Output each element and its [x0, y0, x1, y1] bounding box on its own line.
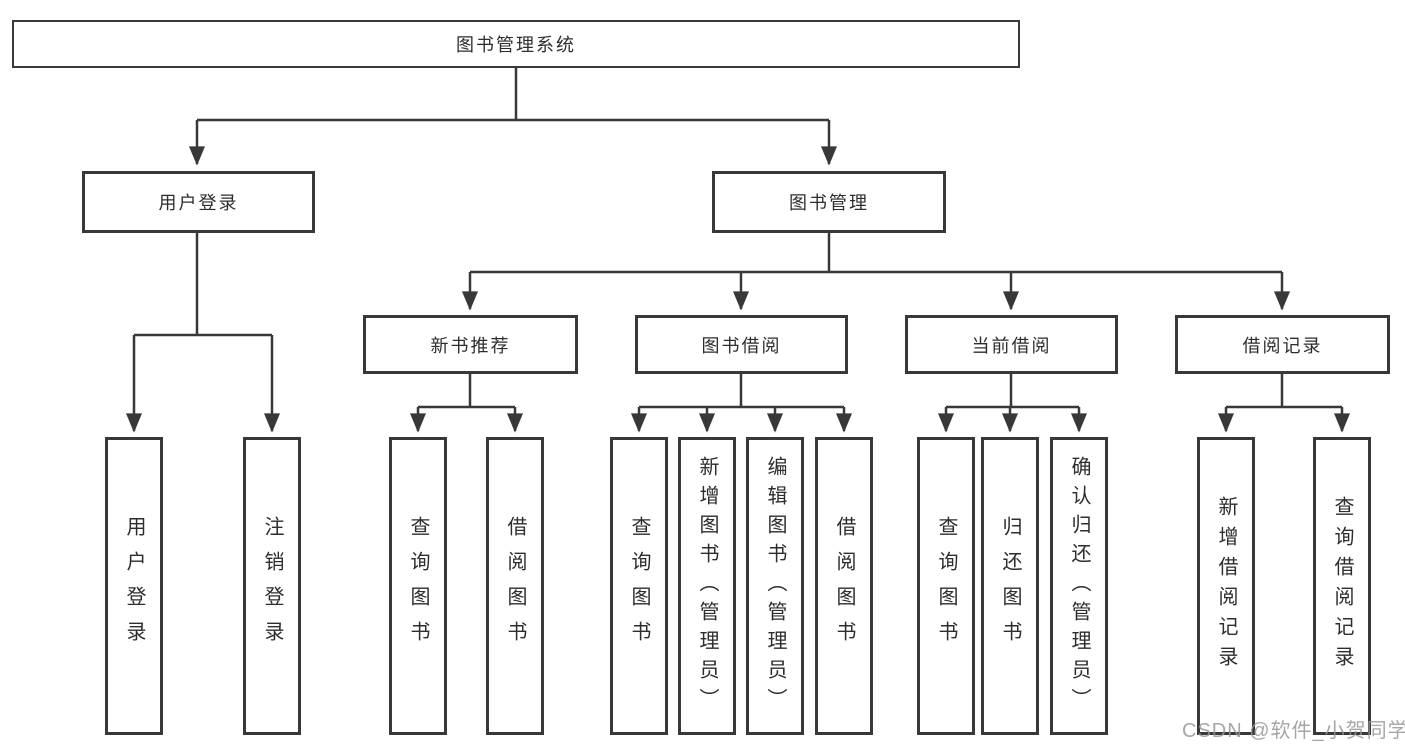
- leaf-nb-query-book-label: 查询图书: [407, 516, 429, 656]
- leaf-bb-borrow-book-label: 借阅图书: [833, 516, 855, 656]
- leaf-cb-return-book: 归还图书: [981, 437, 1039, 735]
- csdn-watermark: CSDN @软件_小贺同学: [1182, 720, 1405, 742]
- leaf-cb-query-book: 查询图书: [917, 437, 975, 735]
- leaf-br-add-record: 新增借阅记录: [1197, 437, 1255, 735]
- leaf-nb-borrow-book: 借阅图书: [486, 437, 544, 735]
- node-new-book-recommendation-label: 新书推荐: [430, 335, 511, 356]
- node-user-login-label: 用户登录: [158, 193, 239, 213]
- leaf-br-query-record: 查询借阅记录: [1313, 437, 1371, 735]
- node-root-label: 图书管理系统: [456, 35, 576, 55]
- node-book-management: 图书管理: [712, 171, 946, 233]
- leaf-cb-confirm-return-admin-label: 确认归还（管理员）: [1068, 455, 1090, 717]
- node-user-login: 用户登录: [82, 171, 315, 233]
- leaf-bb-edit-book-admin-label: 编辑图书（管理员）: [764, 455, 786, 717]
- node-book-management-label: 图书管理: [789, 193, 869, 213]
- leaf-bb-add-book-admin: 新增图书（管理员）: [678, 437, 736, 735]
- leaf-logout-label: 注销登录: [261, 516, 283, 656]
- node-borrowing-records: 借阅记录: [1175, 315, 1390, 374]
- leaf-bb-add-book-admin-label: 新增图书（管理员）: [696, 455, 718, 717]
- node-root-system: 图书管理系统: [12, 20, 1020, 68]
- leaf-nb-borrow-book-label: 借阅图书: [504, 516, 526, 656]
- leaf-nb-query-book: 查询图书: [389, 437, 447, 735]
- leaf-logout: 注销登录: [243, 437, 301, 735]
- leaf-bb-borrow-book: 借阅图书: [815, 437, 873, 735]
- node-book-borrowing-label: 图书借阅: [701, 335, 782, 356]
- leaf-bb-query-book-label: 查询图书: [628, 516, 650, 656]
- leaf-br-add-record-label: 新增借阅记录: [1215, 496, 1237, 676]
- leaf-bb-edit-book-admin: 编辑图书（管理员）: [746, 437, 804, 735]
- node-book-borrowing: 图书借阅: [635, 315, 848, 374]
- leaf-cb-query-book-label: 查询图书: [935, 516, 957, 656]
- leaf-bb-query-book: 查询图书: [610, 437, 668, 735]
- leaf-user-login: 用户登录: [105, 437, 163, 735]
- node-current-borrowing-label: 当前借阅: [971, 335, 1052, 356]
- node-current-borrowing: 当前借阅: [905, 315, 1118, 374]
- leaf-cb-confirm-return-admin: 确认归还（管理员）: [1050, 437, 1108, 735]
- node-new-book-recommendation: 新书推荐: [363, 315, 578, 374]
- leaf-cb-return-book-label: 归还图书: [999, 516, 1021, 656]
- leaf-br-query-record-label: 查询借阅记录: [1331, 496, 1353, 676]
- leaf-user-login-label: 用户登录: [123, 516, 145, 656]
- node-borrowing-records-label: 借阅记录: [1242, 335, 1323, 356]
